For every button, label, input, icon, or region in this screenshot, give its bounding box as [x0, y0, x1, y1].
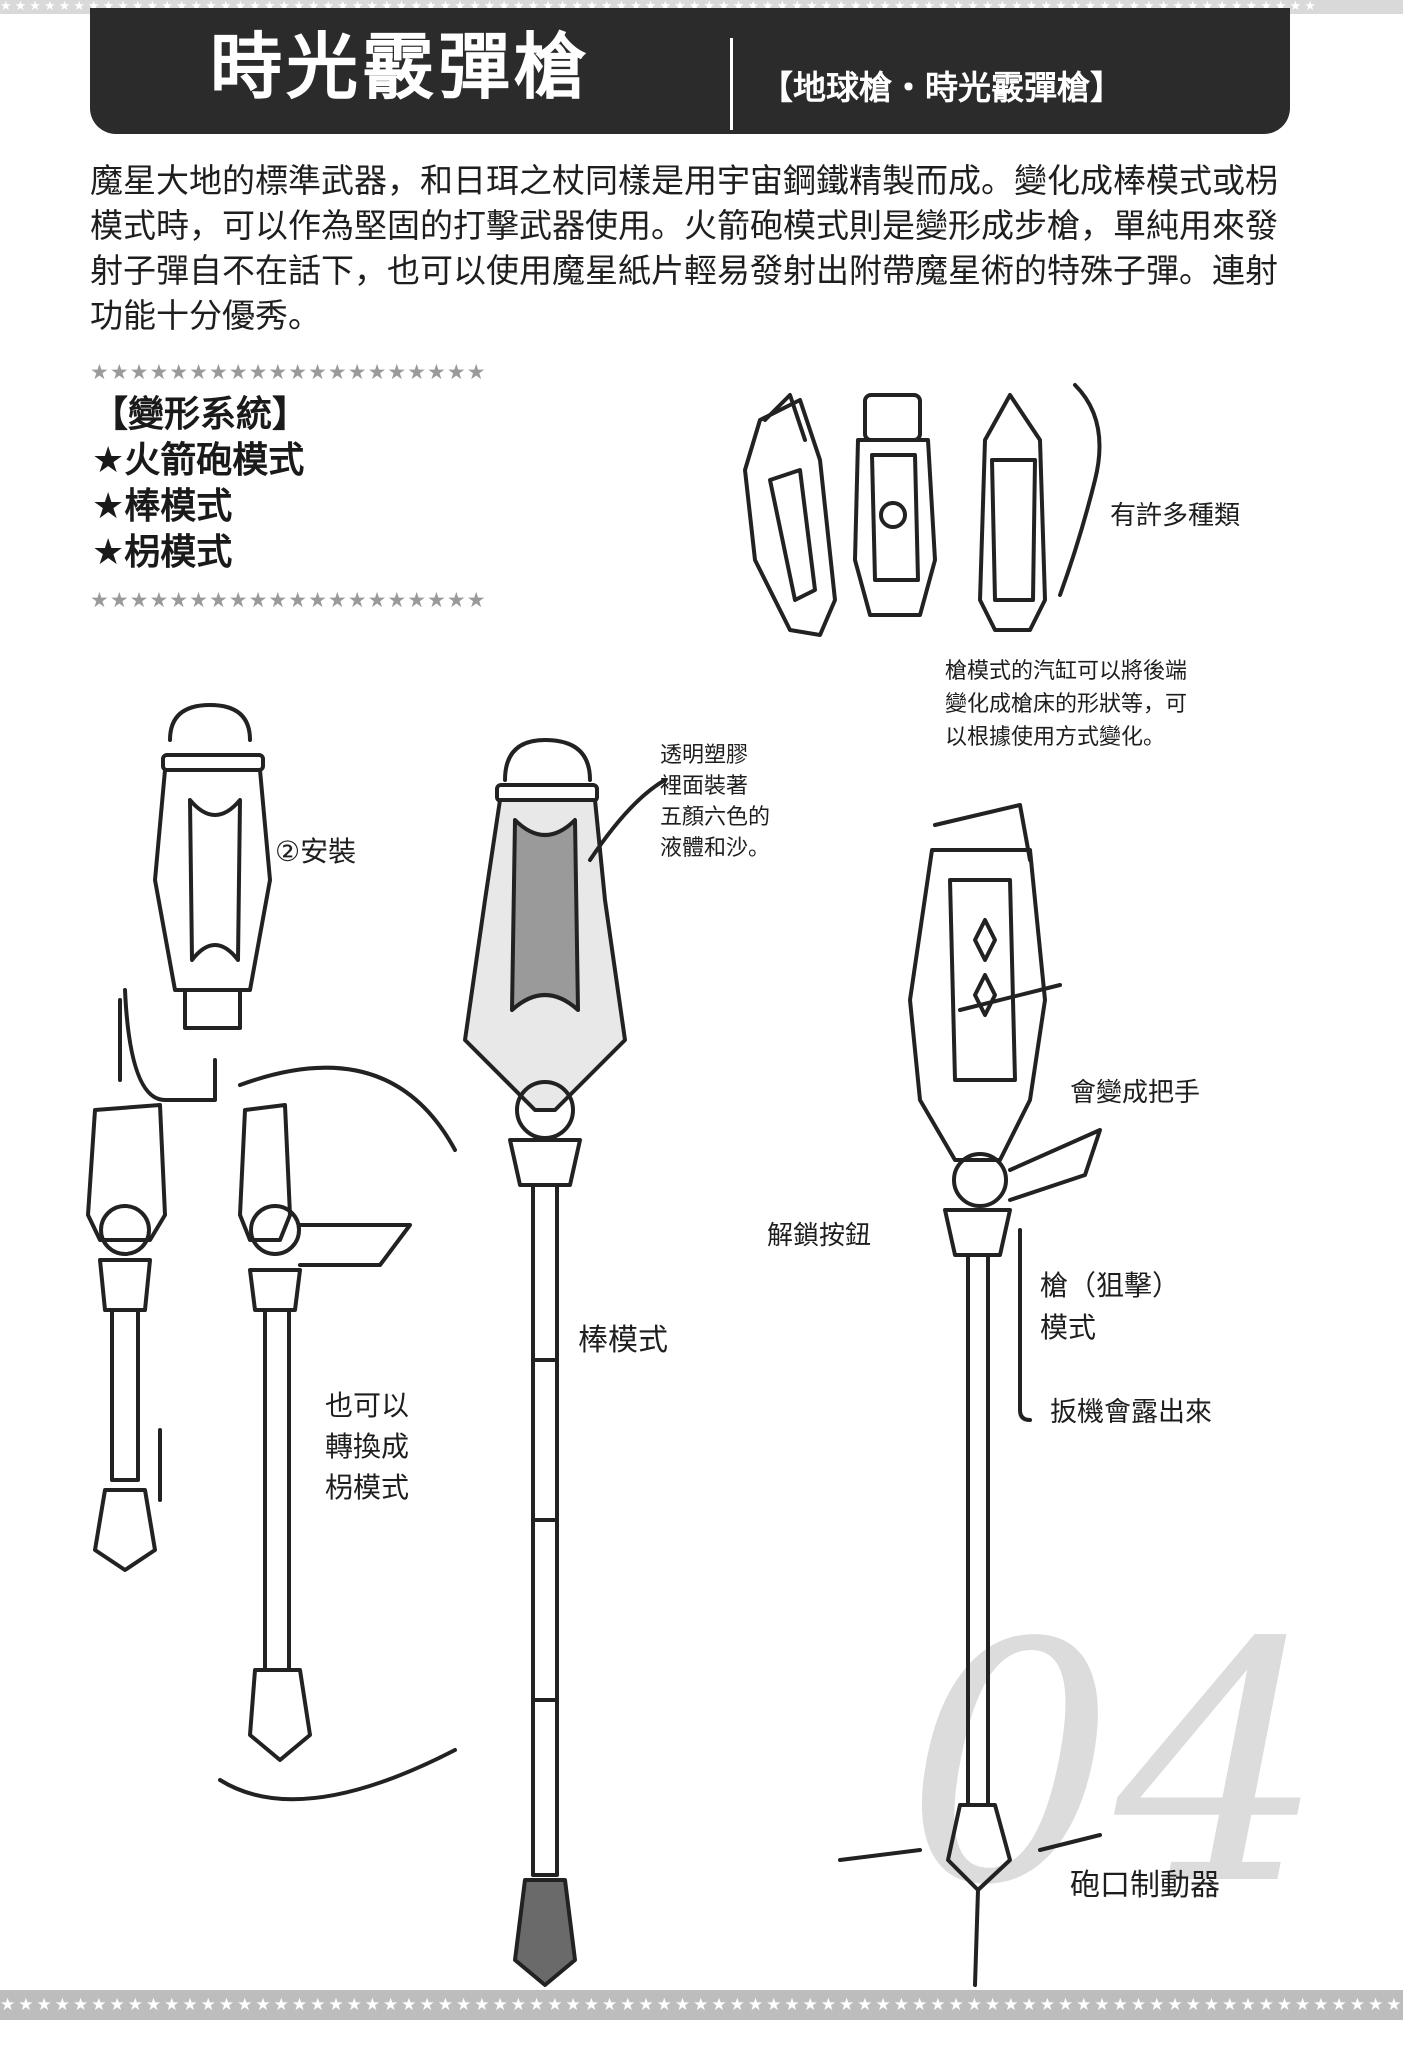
bottom-star-border: ★★★★★★★★★★★★★★★★★★★★★★★★★★★★★★★★★★★★★★★★…: [0, 1990, 1403, 2020]
crutch-left-sketch: [86, 1103, 167, 1572]
note-sniper-mode: 槍（狙擊） 模式: [1040, 1269, 1181, 1344]
note-muzzle-brake: 砲口制動器: [1070, 1868, 1220, 1903]
page-title: 時光霰彈槍: [210, 25, 591, 109]
page-subtitle: 【地球槍・時光霰彈槍】: [760, 68, 1123, 107]
crutch-right-sketch: [218, 1065, 457, 1802]
note-gun-mode-cylinder: 槍模式的汽缸可以將後端 變化成槍床的形狀等，可 以根據使用方式變化。: [945, 659, 1188, 750]
cylinder-variant-1: [743, 393, 837, 637]
star-divider-bottom: ★★★★★★★★★★★★★★★★★★★★: [90, 588, 487, 612]
note-becomes-grip: 會變成把手: [1070, 1078, 1201, 1108]
note-unlock-button: 解鎖按鈕: [767, 1221, 872, 1251]
mode-rocket: ★火箭砲模式: [92, 440, 305, 481]
description-text: 魔星大地的標準武器，和日珥之杖同樣是用宇宙鋼鐵精製而成。變化成棒模式或枴模式時，…: [90, 161, 1278, 335]
mode-crutch: ★枴模式: [92, 532, 233, 573]
sniper-mode-sketch: [838, 803, 1102, 1987]
note-install: ②安裝: [275, 835, 357, 868]
note-staff-mode: 棒模式: [578, 1323, 668, 1358]
title-divider: [730, 38, 733, 130]
staff-mode-sketch: [463, 738, 667, 1987]
note-many-types: 有許多種類: [1110, 501, 1241, 531]
page-number-watermark: 04: [905, 1573, 1325, 1957]
transform-system-list: 【變形系統】 ★火箭砲模式 ★棒模式 ★枴模式: [92, 392, 308, 576]
note-transparent-plastic: 透明塑膠 裡面裝著 五顏六色的 液體和沙。: [660, 743, 771, 861]
note-trigger-exposed: 扳機會露出來: [1050, 1397, 1212, 1428]
note-crutch-convert: 也可以 轉換成 枴模式: [325, 1389, 410, 1504]
mode-staff: ★棒模式: [92, 486, 233, 527]
title-bar: [90, 8, 1290, 134]
star-divider-top: ★★★★★★★★★★★★★★★★★★★★: [90, 360, 487, 384]
cylinder-install-sketch: [118, 703, 272, 1102]
cylinder-variant-3: [978, 383, 1102, 632]
transform-heading: 【變形系統】: [92, 394, 309, 435]
cylinder-variant-2: [853, 393, 937, 617]
